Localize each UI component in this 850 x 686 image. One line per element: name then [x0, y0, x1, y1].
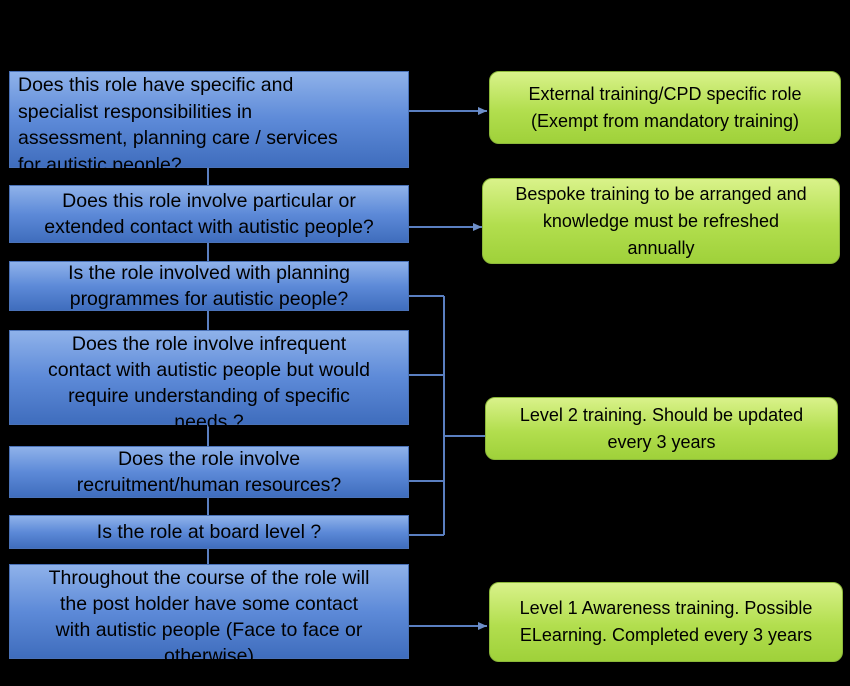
question-box-infrequent-contact: Does the role involve infrequent contact…	[9, 330, 409, 433]
outcome-external-training: External training/CPD specific role (Exe…	[489, 71, 841, 144]
question-box-board-level: Is the role at board level ?	[9, 515, 409, 549]
outcome-level-2-training: Level 2 training. Should be updated ever…	[485, 397, 838, 460]
outcome-level-1-awareness: Level 1 Awareness training. Possible ELe…	[489, 582, 843, 662]
question-box-planning-programmes: Is the role involved with planning progr…	[9, 261, 409, 311]
question-box-extended-contact: Does this role involve particular or ext…	[9, 185, 409, 243]
outcome-bespoke-training: Bespoke training to be arranged and know…	[482, 178, 840, 264]
question-box-recruitment-hr: Does the role involve recruitment/human …	[9, 446, 409, 498]
question-box-specialist-responsibilities: Does this role have specific and special…	[9, 71, 409, 176]
question-box-general-contact: Throughout the course of the role will t…	[9, 564, 409, 667]
